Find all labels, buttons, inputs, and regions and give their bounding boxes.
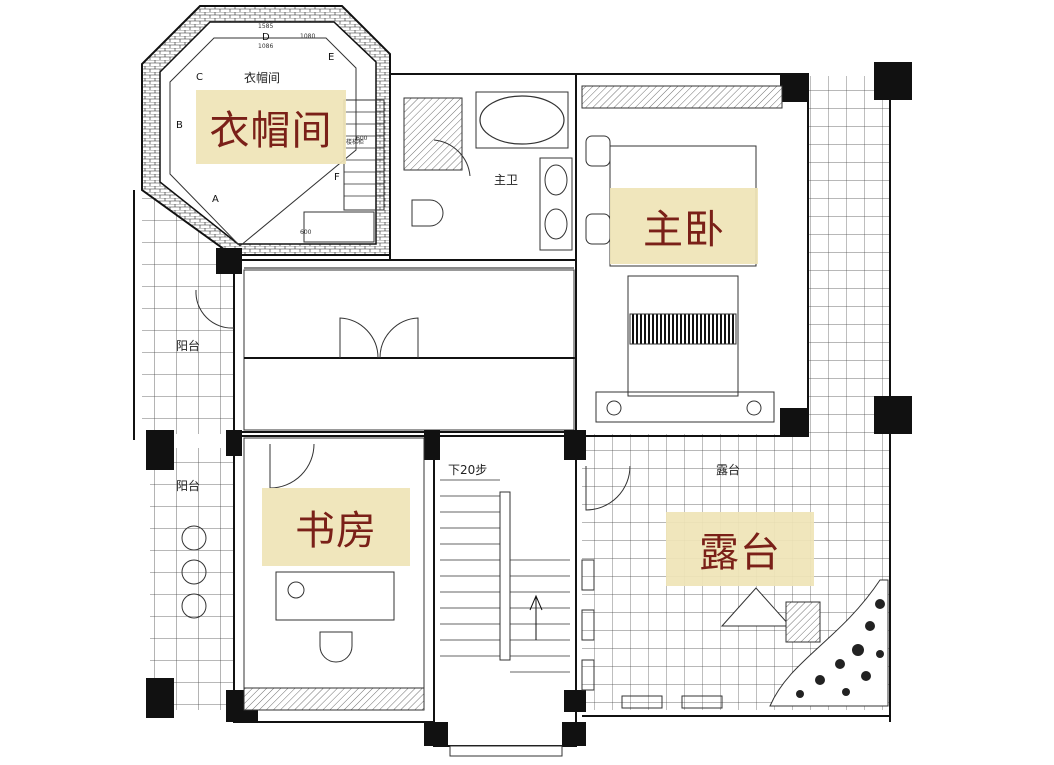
study-chair <box>319 631 353 663</box>
balcony-chair-2 <box>181 559 207 585</box>
shower-area <box>403 97 463 171</box>
terrace-east-floor <box>808 76 890 436</box>
balcony-chair-3 <box>181 593 207 619</box>
closet-panel-a: A <box>212 194 219 205</box>
sink-1 <box>544 164 568 196</box>
toilet <box>411 199 444 227</box>
terrace-lounge <box>785 601 821 643</box>
nightstand-lamp-right <box>746 400 762 416</box>
study-tag: 书房 <box>262 488 410 566</box>
terrace-planter <box>769 579 889 707</box>
stair-handrail <box>499 491 511 661</box>
hall-double-door[interactable] <box>339 317 419 359</box>
hall-walls <box>233 259 577 437</box>
study-door <box>269 443 315 489</box>
bathtub <box>479 95 565 145</box>
master-bedroom-tag: 主卧 <box>610 188 758 264</box>
closet-dim-2: 1086 <box>258 43 273 50</box>
nightstand-lamp-left <box>606 400 622 416</box>
terrace-small-label: 露台 <box>716 462 740 477</box>
balcony-door <box>195 289 235 329</box>
desk-lamp-icon <box>287 581 305 599</box>
closet-panel-f: F <box>334 172 340 183</box>
terrace-umbrella-table <box>720 587 792 627</box>
balcony-chair-1 <box>181 525 207 551</box>
terrace-plants <box>796 599 885 698</box>
balcony-lower-floor <box>150 448 234 710</box>
terrace-tag: 露台 <box>666 512 814 586</box>
closet-cabinet-ring <box>169 37 357 247</box>
closet-dim-10: 600 <box>356 135 368 142</box>
closet-dim-1: 1585 <box>258 23 273 30</box>
closet-bench <box>303 211 375 243</box>
closet-small-label: 衣帽间 <box>244 70 280 85</box>
wardrobe <box>581 85 783 109</box>
master-bath-label: 主卫 <box>494 173 518 187</box>
chair-2 <box>585 213 611 245</box>
study-window <box>243 687 425 711</box>
master-bedroom-walls <box>575 73 809 437</box>
closet-tag: 衣帽间 <box>196 90 346 164</box>
closet-dim-12: 600 <box>300 229 312 236</box>
closet-panel-c: C <box>196 72 203 83</box>
terrace-planter-row <box>581 559 723 709</box>
chair-1 <box>585 135 611 167</box>
stair-landing-window <box>449 745 563 757</box>
closet-panel-e: E <box>328 52 334 63</box>
terrace-door <box>585 465 631 511</box>
stairs-down-label: 下20步 <box>448 463 487 477</box>
balcony-lower-label: 阳台 <box>176 478 200 493</box>
shoe-cabinet-label: 楼梯柜 <box>346 138 364 146</box>
hall-floor <box>243 269 575 431</box>
closet-panel-b: B <box>176 120 183 131</box>
closet-panel-d: D <box>262 32 270 43</box>
staircase-steps <box>440 479 570 673</box>
structural-columns <box>146 62 912 746</box>
balcony-upper-label: 阳台 <box>176 338 200 353</box>
study-desk <box>275 571 395 621</box>
closet-dim-3: 1080 <box>300 33 315 40</box>
sink-2 <box>544 208 568 240</box>
bed-headboard <box>595 391 775 423</box>
bed-footboard <box>629 313 737 345</box>
